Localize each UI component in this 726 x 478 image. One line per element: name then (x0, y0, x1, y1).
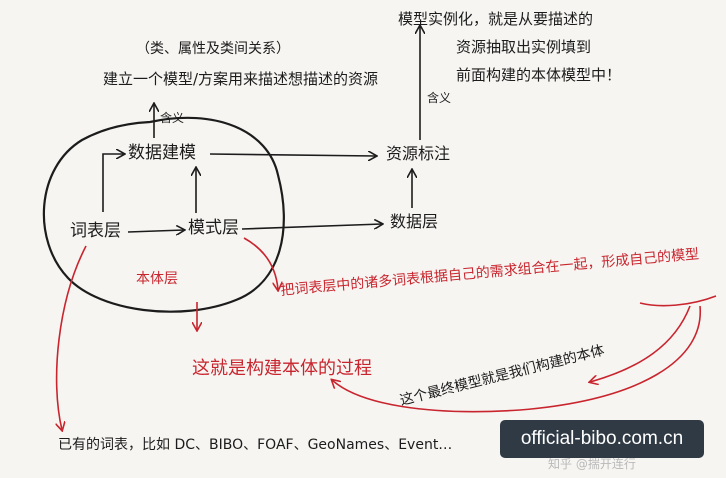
vocabulary-layer-node: 词表层 (70, 221, 121, 241)
existing-vocab-note: 已有的词表，比如 DC、BIBO、FOAF、GeoNames、Event… (58, 437, 453, 453)
data-layer-node: 数据层 (390, 212, 439, 231)
schema-layer-node: 模式层 (188, 218, 239, 238)
meaning-right-label: 含义 (427, 91, 452, 105)
site-watermark: official-bibo.com.cn (500, 420, 704, 458)
red-arrow-final-to-process (332, 305, 701, 413)
red-model-underline (639, 295, 717, 307)
instantiation-text-line3: 前面构建的本体模型中！ (456, 66, 622, 84)
faint-source-watermark: 知乎 @揣开连行 (548, 457, 636, 471)
class-attr-relation-label: （类、属性及类间关系） (136, 41, 290, 57)
establish-model-label: 建立一个模型/方案用来描述想描述的资源 (103, 70, 379, 88)
red-arrow-vocab-to-existing (57, 245, 87, 430)
ontology-layer-label: 本体层 (136, 271, 178, 287)
arrow-vocab-to-schema (127, 230, 184, 232)
arrow-modeling-to-annotation (209, 154, 376, 156)
red-arrow-model-to-final (590, 305, 691, 382)
arrow-vocab-to-modeling (102, 154, 124, 212)
arrow-schema-to-data (241, 224, 382, 230)
instantiation-text-line1: 模型实例化，就是从要描述的 (398, 10, 594, 28)
data-modeling-node: 数据建模 (128, 143, 196, 163)
meaning-left-label: 含义 (160, 111, 185, 125)
instantiation-text-line2: 资源抽取出实例填到 (456, 38, 592, 56)
ontology-ellipse (42, 116, 285, 313)
red-arrow-schema-to-note (243, 237, 278, 290)
process-note: 这就是构建本体的过程 (192, 358, 372, 379)
resource-annotation-node: 资源标注 (386, 144, 451, 163)
